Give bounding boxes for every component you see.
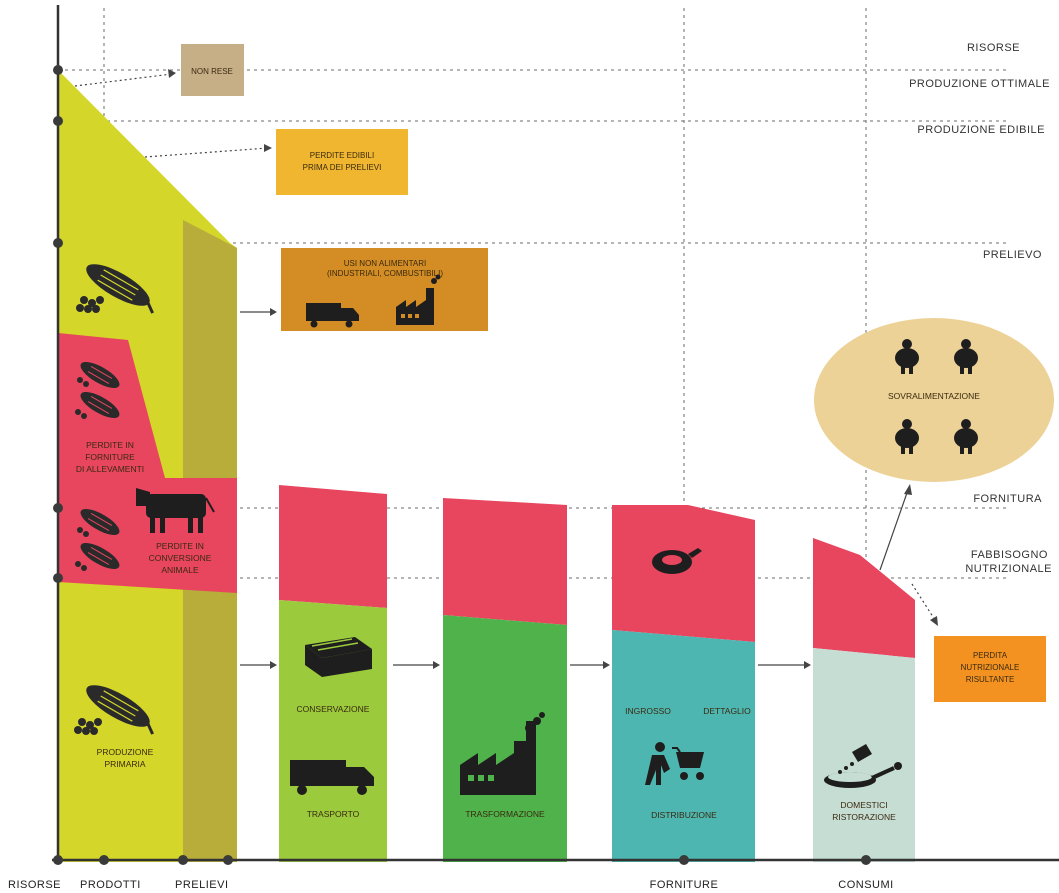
level-risorse: RISORSE: [967, 42, 1020, 54]
conversione-line1: PERDITE IN: [156, 541, 204, 551]
ingrosso-label: INGROSSO: [625, 706, 671, 716]
perdita-line1: PERDITA: [973, 651, 1008, 660]
truck-icon: [290, 760, 374, 795]
corn-icon: [80, 509, 120, 535]
perdite-edibili-line1: PERDITE EDIBILI: [310, 151, 374, 160]
person-icon: [954, 339, 978, 374]
perdite-edibili-box: [276, 129, 408, 195]
distribuzione-label: DISTRIBUZIONE: [651, 810, 717, 820]
level-produzione-ottimale: PRODUZIONE OTTIMALE: [909, 78, 1050, 90]
pan-icon: [824, 744, 902, 788]
level-fornitura: FORNITURA: [973, 493, 1042, 505]
arrowheads: [168, 69, 938, 626]
dotted-arrows: [74, 73, 936, 621]
non-rese-box: [181, 44, 244, 96]
flow-arrowheads: [270, 308, 912, 669]
corn-icon: [86, 685, 154, 735]
allevamenti-line3: DI ALLEVAMENTI: [76, 464, 144, 474]
level-produzione-edibile: PRODUZIONE EDIBILE: [917, 124, 1045, 136]
perdita-line3: RISULTANTE: [966, 675, 1015, 684]
conservazione-label: CONSERVAZIONE: [297, 704, 370, 714]
axis-risorse: RISORSE: [8, 879, 61, 891]
sovralimentazione-ellipse: [814, 318, 1054, 482]
corn-icon: [80, 392, 120, 418]
conservazione-loss: [279, 485, 387, 608]
consumi-loss: [813, 538, 915, 658]
conservazione-column: [279, 600, 387, 862]
stage-dots: [53, 855, 871, 865]
axis-consumi: CONSUMI: [838, 879, 893, 891]
trasformazione-column: [443, 615, 567, 862]
corn-icon: [80, 362, 120, 388]
level-nutrizionale: NUTRIZIONALE: [965, 563, 1052, 575]
axis-forniture: FORNITURE: [650, 879, 719, 891]
sovralimentazione-label: SOVRALIMENTAZIONE: [888, 391, 980, 401]
perdita-line2: NUTRIZIONALE: [961, 663, 1020, 672]
corn-kernels-icon: [75, 527, 89, 571]
ristorazione-label: RISTORAZIONE: [832, 812, 896, 822]
perdite-edibili-line2: PRIMA DEI PRELIEVI: [303, 163, 382, 172]
usi-line2: (INDUSTRIALI, COMBUSTIBILI): [327, 269, 443, 278]
person-icon: [895, 339, 919, 374]
allevamenti-line1: PERDITE IN: [86, 440, 134, 450]
produzione-line1: PRODUZIONE: [97, 747, 154, 757]
meat-icon: [652, 548, 702, 574]
distribuzione-loss: [612, 505, 755, 642]
domestici-label: DOMESTICI: [840, 800, 887, 810]
person-icon: [895, 419, 919, 454]
dettaglio-label: DETTAGLIO: [703, 706, 751, 716]
usi-line1: USI NON ALIMENTARI: [344, 259, 427, 268]
conversione-line2: CONVERSIONE: [149, 553, 212, 563]
corn-kernels-icon: [74, 718, 102, 735]
trasformazione-loss: [443, 498, 567, 625]
cow-icon: [136, 488, 215, 533]
factory-icon: [396, 274, 441, 325]
person-icon: [954, 419, 978, 454]
axis-prodotti: PRODOTTI: [80, 879, 141, 891]
conversione-line3: ANIMALE: [161, 565, 199, 575]
produzione-line2: PRIMARIA: [104, 759, 145, 769]
level-dots: [53, 65, 63, 583]
worker-cart-icon: [645, 742, 704, 785]
level-prelievo: PRELIEVO: [983, 249, 1042, 261]
perdita-nutrizionale-box: [934, 636, 1046, 702]
trasformazione-label: TRASFORMAZIONE: [465, 809, 545, 819]
corn-icon: [86, 264, 154, 314]
corn-kernels-icon: [76, 296, 104, 313]
corn-icon: [80, 543, 120, 569]
non-rese-label: NON RESE: [191, 67, 233, 76]
trasporto-label: TRASPORTO: [307, 809, 360, 819]
distribuzione-column: [612, 630, 755, 862]
allevamenti-line2: FORNITURE: [85, 452, 135, 462]
truck-icon: [306, 303, 359, 328]
person-icons: [895, 339, 978, 454]
factory-icon: [460, 712, 545, 795]
axis-prelievi: PRELIEVI: [175, 879, 229, 891]
corn-kernels-icon: [75, 377, 89, 419]
crate-icon: [305, 637, 372, 677]
flow-arrows: [240, 311, 909, 666]
level-fabbisogno: FABBISOGNO: [971, 549, 1048, 561]
